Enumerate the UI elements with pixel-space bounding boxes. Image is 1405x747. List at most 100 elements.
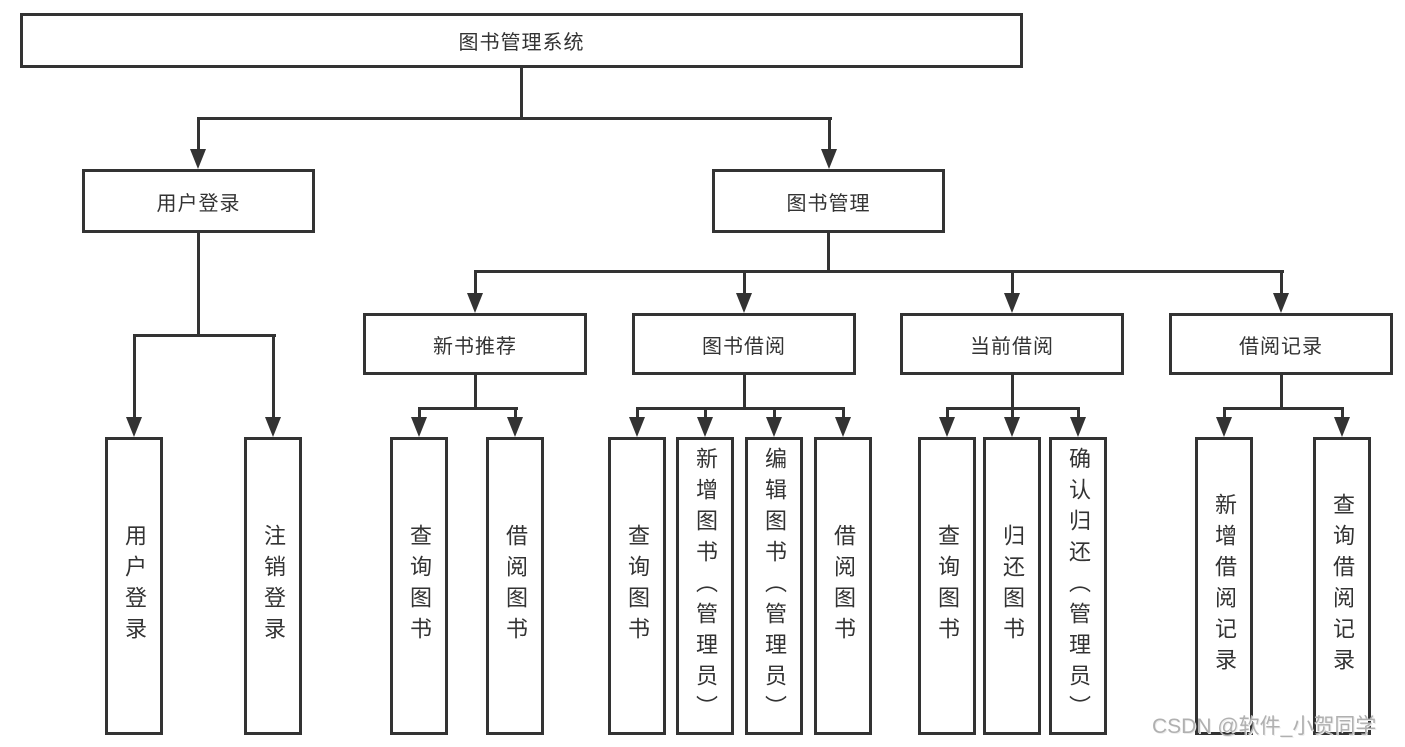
connector-arrow bbox=[629, 407, 645, 437]
connector-arrow bbox=[1004, 270, 1020, 313]
node-label: 借阅记录 bbox=[1239, 335, 1323, 358]
leaf-edit-books-admin: 编辑图书（管理员） bbox=[745, 437, 803, 735]
arrow-shaft bbox=[196, 117, 200, 149]
connector-book-mgmt-stem bbox=[827, 233, 830, 272]
node-label: 查询图书 bbox=[935, 524, 960, 648]
node-label: 借阅图书 bbox=[831, 524, 856, 648]
down-arrow-icon bbox=[126, 417, 142, 437]
connector-arrow bbox=[190, 117, 206, 169]
node-label: 确认归还（管理员） bbox=[1066, 446, 1091, 726]
node-current-borrow: 当前借阅 bbox=[900, 313, 1124, 375]
node-label: 新增借阅记录 bbox=[1212, 493, 1237, 679]
leaf-query-books-current: 查询图书 bbox=[918, 437, 976, 735]
connector-user-login-bar bbox=[133, 334, 276, 337]
down-arrow-icon bbox=[411, 417, 427, 437]
arrow-shaft bbox=[742, 270, 746, 293]
leaf-borrow-books-recommend: 借阅图书 bbox=[486, 437, 544, 735]
arrow-shaft bbox=[827, 117, 831, 149]
down-arrow-icon bbox=[1070, 417, 1086, 437]
connector-borrow-bar bbox=[636, 407, 845, 410]
down-arrow-icon bbox=[1004, 293, 1020, 313]
connector-arrow bbox=[1004, 407, 1020, 437]
down-arrow-icon bbox=[1273, 293, 1289, 313]
arrow-shaft bbox=[513, 407, 517, 417]
leaf-query-books-borrow: 查询图书 bbox=[608, 437, 666, 735]
connector-arrow bbox=[697, 407, 713, 437]
arrow-shaft bbox=[1222, 407, 1226, 417]
down-arrow-icon bbox=[1334, 417, 1350, 437]
connector-arrow bbox=[821, 117, 837, 169]
arrow-shaft bbox=[841, 407, 845, 417]
down-arrow-icon bbox=[939, 417, 955, 437]
arrow-shaft bbox=[417, 407, 421, 417]
leaf-return-books: 归还图书 bbox=[983, 437, 1041, 735]
down-arrow-icon bbox=[835, 417, 851, 437]
connector-record-bar bbox=[1223, 407, 1344, 410]
leaf-borrow-books: 借阅图书 bbox=[814, 437, 872, 735]
connector-arrow bbox=[467, 270, 483, 313]
connector-arrow bbox=[507, 407, 523, 437]
node-label: 归还图书 bbox=[1000, 524, 1025, 648]
connector-arrow bbox=[766, 407, 782, 437]
arrow-shaft bbox=[271, 334, 275, 417]
arrow-shaft bbox=[1279, 270, 1283, 293]
node-book-management: 图书管理 bbox=[712, 169, 945, 233]
connector-record-stem bbox=[1280, 375, 1283, 409]
down-arrow-icon bbox=[736, 293, 752, 313]
connector-arrow bbox=[1334, 407, 1350, 437]
down-arrow-icon bbox=[697, 417, 713, 437]
node-label: 查询图书 bbox=[407, 524, 432, 648]
node-label: 图书管理系统 bbox=[458, 32, 585, 54]
leaf-add-books-admin: 新增图书（管理员） bbox=[676, 437, 734, 735]
arrow-shaft bbox=[1076, 407, 1080, 417]
down-arrow-icon bbox=[265, 417, 281, 437]
node-label: 图书借阅 bbox=[702, 335, 786, 358]
arrow-shaft bbox=[945, 407, 949, 417]
leaf-confirm-return-admin: 确认归还（管理员） bbox=[1049, 437, 1107, 735]
leaf-add-borrow-record: 新增借阅记录 bbox=[1195, 437, 1253, 735]
connector-arrow bbox=[1273, 270, 1289, 313]
node-label: 查询图书 bbox=[625, 524, 650, 648]
down-arrow-icon bbox=[190, 149, 206, 169]
node-label: 用户登录 bbox=[122, 524, 147, 648]
arrow-shaft bbox=[1010, 407, 1014, 417]
arrow-shaft bbox=[473, 270, 477, 293]
connector-borrow-stem bbox=[743, 375, 746, 409]
node-label: 编辑图书（管理员） bbox=[762, 446, 787, 726]
down-arrow-icon bbox=[1004, 417, 1020, 437]
connector-arrow bbox=[1216, 407, 1232, 437]
node-label: 查询借阅记录 bbox=[1330, 493, 1355, 679]
connector-root-stem bbox=[520, 68, 523, 119]
leaf-query-borrow-record: 查询借阅记录 bbox=[1313, 437, 1371, 735]
arrow-shaft bbox=[703, 407, 707, 417]
node-label: 注销登录 bbox=[261, 524, 286, 648]
connector-arrow bbox=[1070, 407, 1086, 437]
arrow-shaft bbox=[1010, 270, 1014, 293]
connector-recommend-stem bbox=[474, 375, 477, 409]
connector-arrow bbox=[835, 407, 851, 437]
connector-arrow bbox=[265, 334, 281, 437]
connector-recommend-bar bbox=[418, 407, 518, 410]
csdn-watermark: CSDN @软件_小贺同学 bbox=[1152, 715, 1377, 738]
node-label: 用户登录 bbox=[156, 192, 241, 215]
node-label: 当前借阅 bbox=[970, 335, 1054, 358]
down-arrow-icon bbox=[766, 417, 782, 437]
arrow-shaft bbox=[132, 334, 136, 417]
connector-root-bar bbox=[197, 117, 832, 120]
arrow-shaft bbox=[635, 407, 639, 417]
node-label: 借阅图书 bbox=[503, 524, 528, 648]
connector-arrow bbox=[126, 334, 142, 437]
connector-arrow bbox=[736, 270, 752, 313]
down-arrow-icon bbox=[1216, 417, 1232, 437]
node-borrow-record: 借阅记录 bbox=[1169, 313, 1393, 375]
down-arrow-icon bbox=[507, 417, 523, 437]
down-arrow-icon bbox=[467, 293, 483, 313]
down-arrow-icon bbox=[629, 417, 645, 437]
connector-user-login-stem bbox=[197, 233, 200, 336]
connector-book-mgmt-bar bbox=[474, 270, 1284, 273]
node-label: 新书推荐 bbox=[433, 335, 517, 358]
down-arrow-icon bbox=[821, 149, 837, 169]
connector-arrow bbox=[939, 407, 955, 437]
leaf-user-login: 用户登录 bbox=[105, 437, 163, 735]
